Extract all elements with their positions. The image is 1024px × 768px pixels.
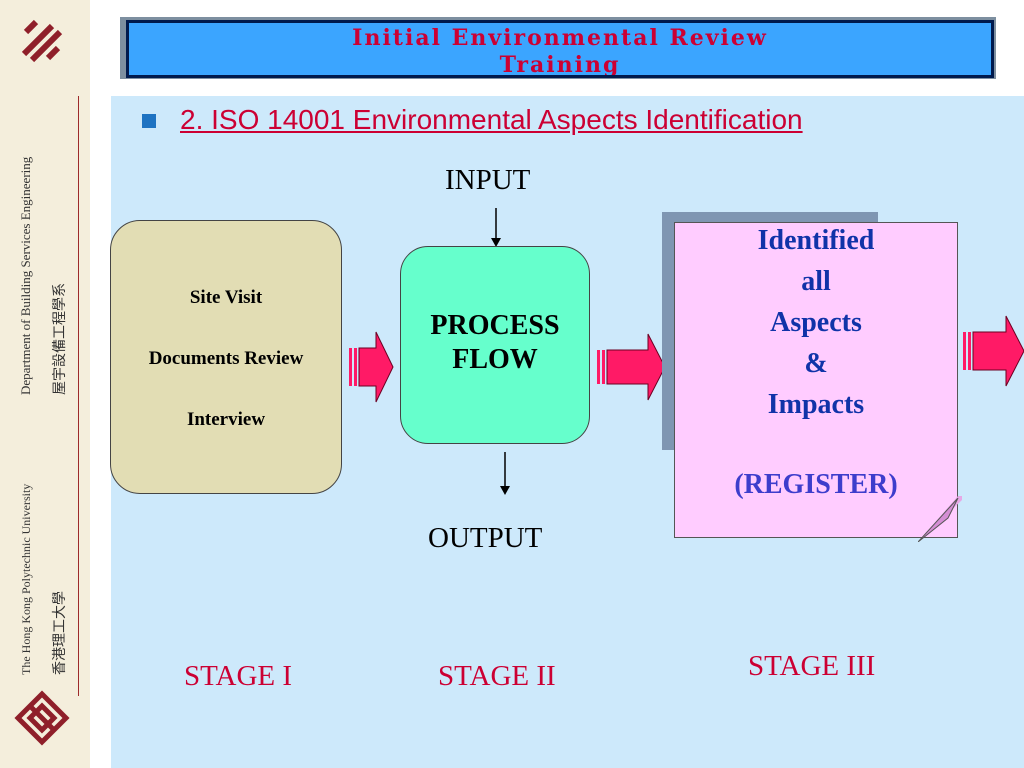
register-box: Identified all Aspects & Impacts (REGIST…	[674, 222, 958, 538]
university-text: The Hong Kong Polytechnic University 香港理…	[19, 484, 68, 675]
bullet-icon	[142, 114, 156, 128]
sidebar-divider	[78, 96, 79, 696]
right-arrow-icon	[349, 331, 394, 403]
input-down-arrow-icon	[491, 208, 501, 247]
output-down-arrow-icon	[500, 452, 510, 495]
process-line-1: PROCESS	[430, 310, 560, 341]
department-text: Department of Building Services Engineer…	[18, 156, 68, 395]
university-name: The Hong Kong Polytechnic University	[19, 484, 33, 675]
university-name-zh: 香港理工大學	[52, 591, 68, 675]
register-line-1: Identified	[757, 225, 875, 256]
page-fold-icon	[918, 496, 962, 542]
register-line-5: Impacts	[767, 389, 865, 420]
slide-title-line-1: Initial Environmental Review	[352, 25, 768, 51]
stage1-activities-box: Site Visit Documents Review Interview	[110, 220, 342, 494]
process-flow-box: PROCESS FLOW	[400, 246, 590, 444]
polyu-logo-icon	[21, 19, 63, 63]
documents-review-text: Documents Review	[148, 348, 304, 369]
register-line-4: &	[804, 348, 828, 379]
stage-1-label: STAGE I	[184, 660, 293, 692]
department-name: Department of Building Services Engineer…	[18, 156, 33, 395]
department-name-zh: 屋宇設備工程學系	[52, 283, 68, 395]
slide-title-line-2: Training	[499, 52, 621, 78]
register-line-3: Aspects	[770, 307, 862, 338]
process-line-2: FLOW	[452, 344, 538, 375]
title-bar: Initial Environmental Review Training	[126, 20, 994, 78]
right-arrow-icon	[597, 333, 666, 401]
output-label: OUTPUT	[428, 522, 543, 554]
right-arrow-icon	[963, 315, 1024, 387]
polyu-seal-icon	[14, 690, 70, 746]
register-label: (REGISTER)	[734, 469, 898, 500]
stage-2-label: STAGE II	[438, 660, 556, 692]
site-visit-text: Site Visit	[189, 287, 263, 308]
interview-text: Interview	[186, 409, 266, 430]
register-line-2: all	[801, 266, 831, 297]
slide-heading: 2. ISO 14001 Environmental Aspects Ident…	[180, 104, 803, 135]
sidebar-strip: Department of Building Services Engineer…	[0, 0, 90, 768]
stage-3-label: STAGE III	[748, 650, 876, 682]
input-label: INPUT	[445, 164, 531, 196]
